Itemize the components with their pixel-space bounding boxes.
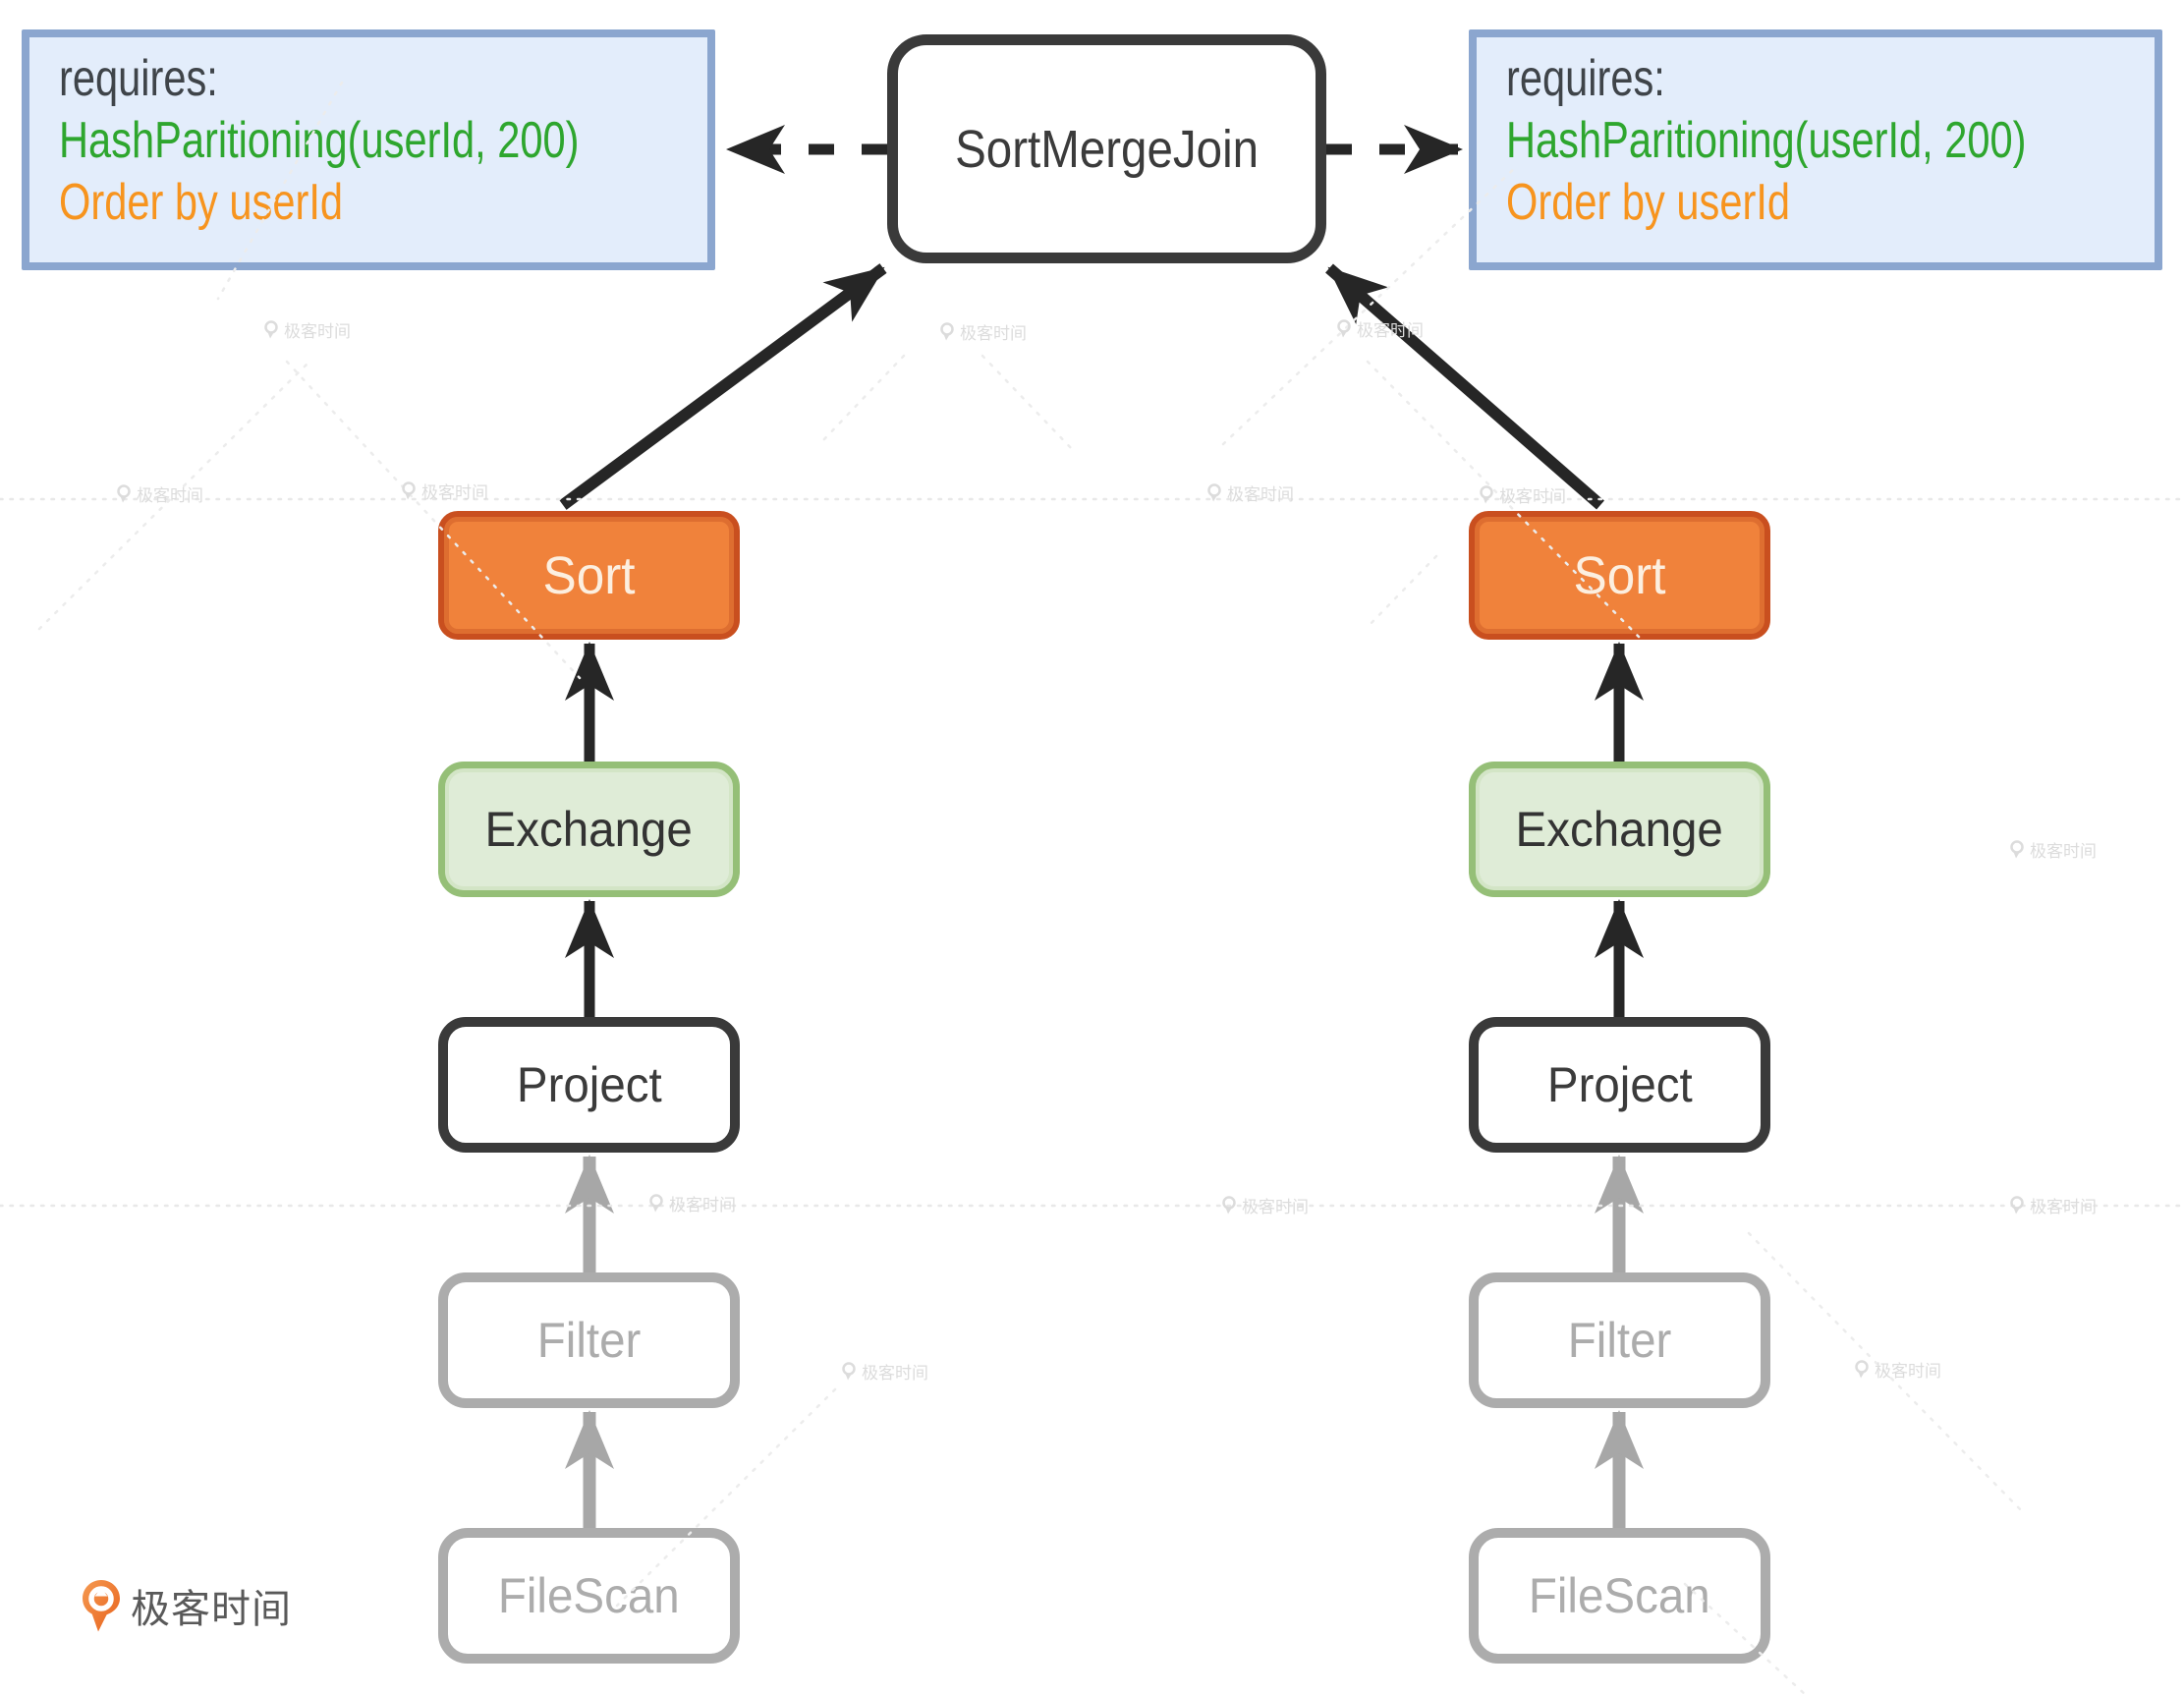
watermark-pin-icon [940,322,954,341]
watermark: 极客时间 [1206,480,1294,505]
watermark-text: 极客时间 [2030,842,2097,861]
watermark-pin-icon [264,320,278,339]
node-sort-right: Sort [1469,511,1770,640]
watermark: 极客时间 [841,1359,928,1384]
arrow-left-sort-to-join [559,263,887,510]
watermark: 极客时间 [1221,1193,1309,1217]
watermark-pin-icon [649,1194,663,1213]
watermark-text: 极客时间 [2030,1198,2097,1216]
node-sort-left: Sort [438,511,740,640]
requires-ordering: Order by userId [59,174,344,231]
node-project-right: Project [1469,1017,1770,1153]
node-label: Project [1546,1057,1693,1112]
node-label: Sort [542,545,636,605]
node-label: Exchange [1515,802,1724,857]
node-filescan-right: FileScan [1469,1528,1770,1664]
requires-box-left: requires: HashParitioning(userId, 200) O… [22,29,715,270]
geektime-logo-text: 极客时间 [131,1588,292,1631]
node-filter-right: Filter [1469,1272,1770,1408]
node-label: Sort [1573,545,1666,605]
watermark: 极客时间 [2009,837,2097,862]
watermark: 极客时间 [116,481,203,506]
node-label: Filter [536,1313,642,1368]
node-label: SortMergeJoin [954,119,1260,179]
watermark: 极客时间 [648,1191,736,1215]
watermark: 极客时间 [1854,1357,1941,1382]
watermark: 极客时间 [401,479,488,503]
node-label: Filter [1567,1313,1672,1368]
watermark-text: 极客时间 [137,486,203,505]
requires-title: requires: [59,50,218,107]
watermark: 极客时间 [263,317,351,342]
watermark-pin-icon [1337,319,1351,338]
requires-partitioning: HashParitioning(userId, 200) [1506,112,2027,169]
watermark-pin-icon [1222,1196,1236,1215]
watermark-text: 极客时间 [421,483,488,502]
watermark-pin-icon [1480,485,1493,504]
arrow-right-sort-to-join [1325,263,1604,510]
watermark-pin-icon [2010,840,2024,859]
node-label: Exchange [484,802,694,857]
node-exchange-right: Exchange [1469,762,1770,897]
watermark-pin-icon [1207,483,1221,502]
node-label: FileScan [498,1568,680,1623]
watermark-text: 极客时间 [284,322,351,341]
watermark: 极客时间 [1479,482,1566,507]
watermark-pin-icon [2010,1196,2024,1215]
watermark-text: 极客时间 [960,324,1027,343]
node-filter-left: Filter [438,1272,740,1408]
geektime-logo: 极客时间 [82,1576,292,1635]
watermark-text: 极客时间 [1227,485,1294,504]
node-label: Project [516,1057,662,1112]
node-filescan-left: FileScan [438,1528,740,1664]
watermark-text: 极客时间 [1875,1362,1941,1381]
watermark-pin-icon [1855,1360,1869,1379]
node-project-left: Project [438,1017,740,1153]
watermark-text: 极客时间 [1357,321,1424,340]
watermark-text: 极客时间 [1242,1198,1309,1216]
watermark-pin-icon [117,484,131,503]
requires-title: requires: [1506,50,1665,107]
node-exchange-left: Exchange [438,762,740,897]
requires-ordering: Order by userId [1506,174,1791,231]
watermark-text: 极客时间 [1499,487,1566,506]
watermark-text: 极客时间 [669,1196,736,1215]
watermark: 极客时间 [1336,316,1424,341]
watermark-pin-icon [402,481,416,500]
node-label: FileScan [1529,1568,1710,1623]
requires-partitioning: HashParitioning(userId, 200) [59,112,580,169]
node-sortmergejoin: SortMergeJoin [887,34,1326,263]
geektime-pin-icon [83,1579,120,1631]
requires-box-right: requires: HashParitioning(userId, 200) O… [1469,29,2162,270]
watermark-pin-icon [842,1362,856,1381]
watermark: 极客时间 [939,319,1027,344]
watermark: 极客时间 [2009,1193,2097,1217]
watermark-text: 极客时间 [862,1364,928,1383]
